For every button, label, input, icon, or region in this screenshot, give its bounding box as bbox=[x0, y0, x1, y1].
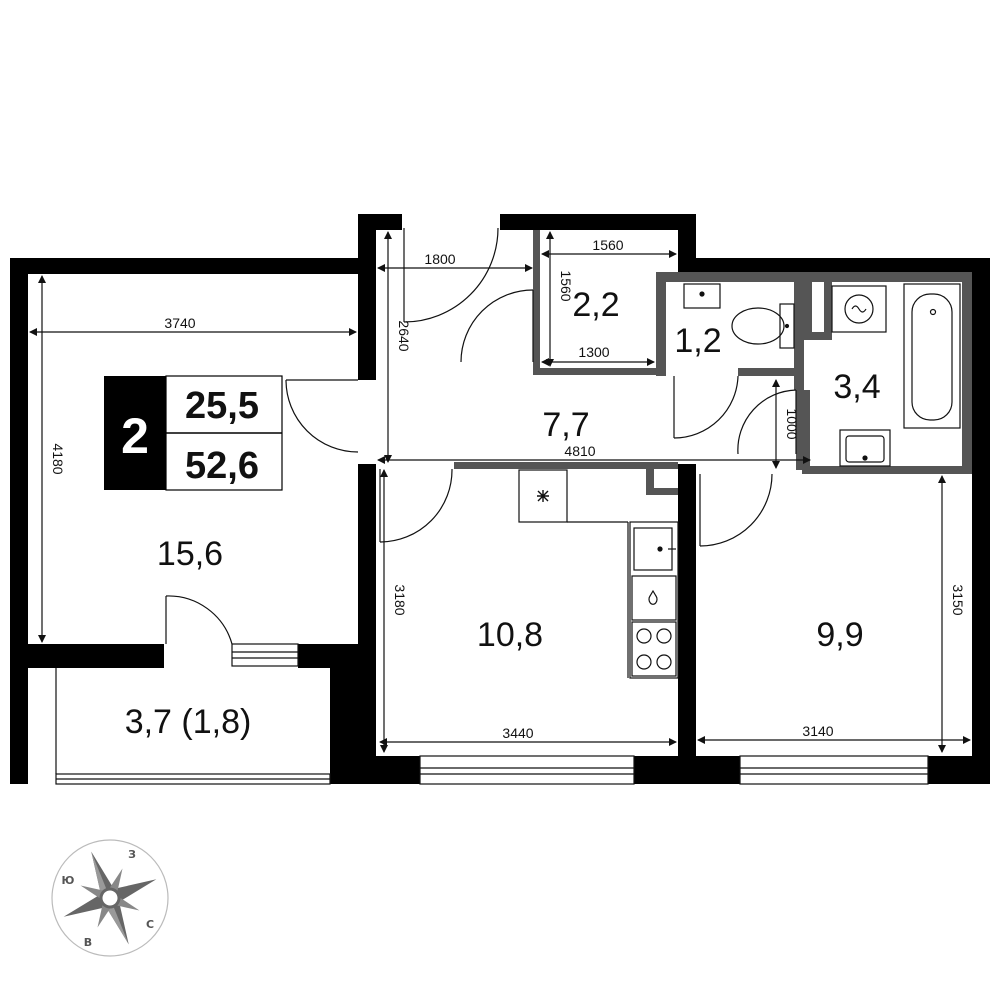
rooms-count: 2 bbox=[121, 408, 149, 464]
dim-hall-side: 2640 bbox=[396, 320, 412, 351]
dim-living-width: 3740 bbox=[164, 315, 195, 331]
dim-hall-length: 4810 bbox=[564, 443, 595, 459]
living-area: 25,5 bbox=[185, 385, 259, 427]
bath-sink bbox=[839, 429, 891, 467]
area-kitchen: 10,8 bbox=[477, 616, 543, 654]
dim-kitchen-depth: 3180 bbox=[392, 584, 408, 615]
fixtures bbox=[518, 283, 961, 679]
area-balcony: 3,7 (1,8) bbox=[125, 703, 252, 741]
dimension-labels: 3740 4180 1800 2640 1560 1560 1300 4810 … bbox=[50, 237, 966, 741]
compass-north-label: С bbox=[146, 918, 154, 931]
area-bathroom: 3,4 bbox=[833, 368, 880, 406]
area-bedroom: 9,9 bbox=[816, 616, 863, 654]
dimension-lines bbox=[29, 231, 971, 753]
compass-south-label: Ю bbox=[62, 874, 75, 887]
dim-living-depth: 4180 bbox=[50, 443, 66, 474]
fridge bbox=[518, 469, 568, 523]
partitions bbox=[454, 230, 972, 495]
area-closet: 2,2 bbox=[572, 286, 619, 324]
stove bbox=[631, 621, 677, 677]
dishwasher bbox=[631, 575, 677, 621]
dim-closet-width: 1560 bbox=[592, 237, 623, 253]
area-living-room: 15,6 bbox=[157, 535, 223, 573]
toilet-bowl bbox=[731, 307, 785, 345]
dim-closet-bottom: 1300 bbox=[578, 344, 609, 360]
area-toilet: 1,2 bbox=[674, 322, 721, 360]
bathtub bbox=[903, 283, 961, 429]
living-window bbox=[231, 643, 299, 667]
dim-bath-door: 1000 bbox=[784, 408, 800, 439]
compass-rose: С Ю З В bbox=[51, 839, 169, 957]
outer-walls bbox=[10, 214, 990, 784]
kitchen-window bbox=[419, 755, 635, 785]
dim-kitchen-width: 3440 bbox=[502, 725, 533, 741]
windows bbox=[55, 643, 929, 785]
summary-badge: 2 25,5 52,6 bbox=[104, 375, 283, 491]
compass-star-icon bbox=[63, 851, 157, 945]
dim-bedroom-depth: 3150 bbox=[950, 584, 966, 615]
area-hall: 7,7 bbox=[542, 406, 589, 444]
room-labels: 15,6 3,7 (1,8) 7,7 2,2 1,2 3,4 10,8 9,9 bbox=[125, 286, 881, 741]
washing-machine bbox=[831, 285, 887, 333]
total-area: 52,6 bbox=[185, 445, 259, 487]
compass-west-label: З bbox=[128, 848, 136, 861]
dim-closet-depth: 1560 bbox=[558, 270, 574, 301]
dim-hall-top: 1800 bbox=[424, 251, 455, 267]
dim-bedroom-width: 3140 bbox=[802, 723, 833, 739]
bedroom-window bbox=[739, 755, 929, 785]
kitchen-counter bbox=[629, 521, 679, 679]
compass-east-label: В bbox=[84, 936, 92, 949]
toilet-sink bbox=[683, 283, 721, 309]
kitchen-sink bbox=[633, 527, 673, 571]
